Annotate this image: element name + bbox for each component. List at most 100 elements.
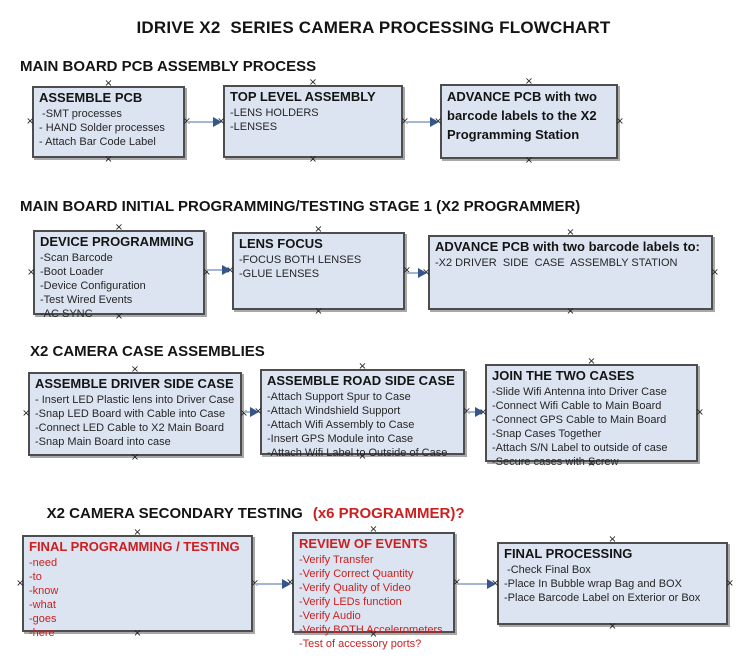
box-item: -Place Barcode Label on Exterior or Box bbox=[504, 591, 701, 604]
box-items: -Scan Barcode-Boot Loader-Device Configu… bbox=[40, 252, 198, 322]
box-item: -GLUE LENSES bbox=[239, 267, 320, 280]
connector-x-icon: × bbox=[22, 408, 31, 419]
flow-box-lens-focus: LENS FOCUS -FOCUS BOTH LENSES-GLUE LENSE… bbox=[226, 225, 411, 317]
box-item: -X2 DRIVER SIDE CASE ASSEMBLY STATION bbox=[435, 256, 678, 269]
box-title: ADVANCE PCB with two barcode labels to t… bbox=[447, 89, 597, 142]
box-item: -Connect LED Cable to X2 Main Board bbox=[35, 421, 224, 434]
box-title: ASSEMBLE ROAD SIDE CASE bbox=[267, 373, 455, 388]
box-item: -Verify BOTH Accelerometers bbox=[299, 623, 443, 636]
box-item: - Insert LED Plastic lens into Driver Ca… bbox=[35, 393, 235, 406]
box-item: -SMT processes bbox=[39, 107, 122, 120]
connector-x-icon: × bbox=[587, 356, 596, 367]
connector-x-icon: × bbox=[26, 116, 35, 127]
section-heading-secondary-testing-text: X2 CAMERA SECONDARY TESTING bbox=[46, 505, 303, 522]
box-item: -here bbox=[29, 626, 55, 639]
arrow-shaft bbox=[207, 269, 222, 271]
flow-arrow bbox=[207, 265, 231, 275]
connector-x-icon: × bbox=[710, 266, 719, 278]
connector-x-icon: × bbox=[725, 577, 734, 589]
box-item: -Attach Wifi Label to Outside of Case bbox=[267, 446, 448, 459]
flow-box-device-programming: DEVICE PROGRAMMING -Scan Barcode-Boot Lo… bbox=[27, 223, 211, 322]
flow-box-assemble-pcb: ASSEMBLE PCB -SMT processes- HAND Solder… bbox=[26, 79, 191, 165]
box-items: -X2 DRIVER SIDE CASE ASSEMBLY STATION bbox=[435, 257, 706, 271]
arrow-shaft bbox=[457, 583, 487, 585]
box-item: -Slide Wifi Antenna into Driver Case bbox=[492, 385, 667, 398]
box-item: -Secure cases with Screw bbox=[492, 455, 619, 468]
arrow-head-icon bbox=[222, 265, 231, 275]
connector-x-icon: × bbox=[104, 78, 113, 89]
box-item: -Attach Windshield Support bbox=[267, 404, 401, 417]
section-heading-pcb-assembly: MAIN BOARD PCB ASSEMBLY PROCESS bbox=[20, 58, 317, 75]
flow-box-join-the-two-cases: JOIN THE TWO CASES -Slide Wifi Antenna i… bbox=[479, 357, 704, 469]
flow-box-assemble-driver-side-case: ASSEMBLE DRIVER SIDE CASE - Insert LED P… bbox=[22, 365, 248, 463]
flow-box-review-of-events: REVIEW OF EVENTS -Verify Transfer-Verify… bbox=[286, 525, 461, 650]
box-item: - HAND Solder processes bbox=[39, 121, 165, 134]
box-item: -Attach Wifi Assembly to Case bbox=[267, 418, 415, 431]
box-items: -Slide Wifi Antenna into Driver Case-Con… bbox=[492, 386, 691, 470]
box-item: -LENS HOLDERS bbox=[230, 106, 319, 119]
arrow-shaft bbox=[244, 411, 250, 413]
box-item: -what bbox=[29, 598, 56, 611]
box-item: -Verify LEDs function bbox=[299, 595, 402, 608]
arrow-shaft bbox=[405, 121, 430, 123]
box-items: -LENS HOLDERS-LENSES bbox=[230, 107, 396, 135]
connector-x-icon: × bbox=[608, 534, 617, 545]
flow-arrow bbox=[457, 579, 496, 589]
box-item: -Snap LED Board with Cable into Case bbox=[35, 407, 226, 420]
box-item: -Insert GPS Module into Case bbox=[267, 432, 414, 445]
box-items: -Verify Transfer-Verify Correct Quantity… bbox=[299, 554, 448, 652]
flow-box-final-programming-testing: FINAL PROGRAMMING / TESTING -need-to-kno… bbox=[16, 528, 259, 639]
connector-x-icon: × bbox=[524, 76, 534, 87]
box-item: -Verify Transfer bbox=[299, 553, 374, 566]
arrow-shaft bbox=[187, 121, 213, 123]
connector-x-icon: × bbox=[130, 364, 140, 375]
box-item: -Test Wired Events bbox=[40, 293, 133, 306]
arrow-head-icon bbox=[475, 407, 484, 417]
flow-arrow bbox=[187, 117, 222, 127]
box-items: -FOCUS BOTH LENSES-GLUE LENSES bbox=[239, 254, 398, 282]
arrow-head-icon bbox=[282, 579, 291, 589]
arrow-shaft bbox=[255, 583, 282, 585]
arrow-head-icon bbox=[213, 117, 222, 127]
arrow-shaft bbox=[407, 272, 418, 274]
box-title: TOP LEVEL ASSEMBLY bbox=[230, 89, 376, 104]
box-item: -AC SYNC bbox=[40, 307, 93, 320]
box-item: -Attach S/N Label to outside of case bbox=[492, 441, 668, 454]
box-item: -Test of accessory ports? bbox=[299, 637, 422, 650]
flow-arrow bbox=[407, 268, 427, 278]
box-item: - Attach Bar Code Label bbox=[39, 135, 156, 148]
box-title: LENS FOCUS bbox=[239, 236, 323, 251]
box-items: -need-to-know-what-goes-here bbox=[29, 557, 246, 641]
box-item: -Connect Wifi Cable to Main Board bbox=[492, 399, 662, 412]
arrow-shaft bbox=[467, 411, 475, 413]
box-item: -Verify Quality of Video bbox=[299, 581, 411, 594]
box-title: JOIN THE TWO CASES bbox=[492, 368, 635, 383]
connector-x-icon: × bbox=[608, 621, 617, 632]
box-item: -Attach Support Spur to Case bbox=[267, 390, 411, 403]
flow-box-advance-pcb-programming-station: ADVANCE PCB with two barcode labels to t… bbox=[434, 77, 624, 166]
connector-x-icon: × bbox=[27, 266, 36, 278]
flow-arrow bbox=[405, 117, 439, 127]
flow-box-advance-pcb-driver-side-station: ADVANCE PCB with two barcode labels to: … bbox=[422, 228, 719, 317]
flow-arrow bbox=[255, 579, 291, 589]
connector-x-icon: × bbox=[308, 154, 318, 165]
connector-x-icon: × bbox=[566, 306, 575, 317]
box-item: -Check Final Box bbox=[504, 563, 591, 576]
connector-x-icon: × bbox=[308, 77, 318, 88]
connector-x-icon: × bbox=[695, 407, 704, 418]
box-title: DEVICE PROGRAMMING bbox=[40, 234, 194, 249]
box-items: - Insert LED Plastic lens into Driver Ca… bbox=[35, 394, 235, 450]
box-title: ASSEMBLE DRIVER SIDE CASE bbox=[35, 376, 234, 391]
connector-x-icon: × bbox=[314, 306, 323, 317]
box-item: -know bbox=[29, 584, 59, 597]
box-title: FINAL PROCESSING bbox=[504, 546, 633, 561]
flow-box-top-level-assembly: TOP LEVEL ASSEMBLY -LENS HOLDERS-LENSES … bbox=[217, 78, 409, 165]
box-item: -Place In Bubble wrap Bag and BOX bbox=[504, 577, 682, 590]
arrow-head-icon bbox=[430, 117, 439, 127]
box-item: -goes bbox=[29, 612, 57, 625]
box-title: ASSEMBLE PCB bbox=[39, 90, 143, 105]
box-item: -Snap Main Board into case bbox=[35, 435, 171, 448]
section-heading-initial-programming: MAIN BOARD INITIAL PROGRAMMING/TESTING S… bbox=[20, 198, 581, 215]
connector-x-icon: × bbox=[524, 155, 534, 166]
